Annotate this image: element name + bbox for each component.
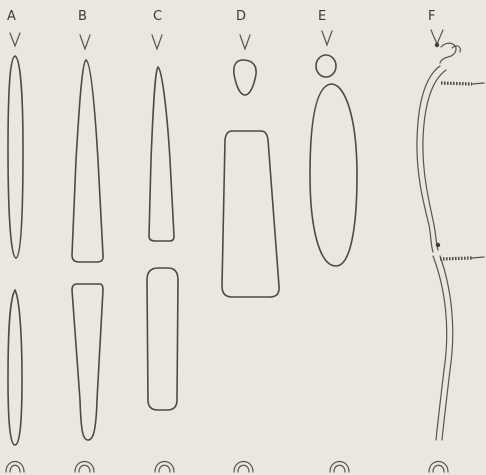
upper-segment-b	[72, 60, 103, 262]
panel-b	[72, 35, 103, 472]
arch-mark-d	[234, 462, 253, 473]
arch-mark-c	[155, 462, 174, 473]
upper-coil-f	[441, 83, 472, 84]
stalk-outer-upper-f	[417, 66, 440, 252]
v-mark-a	[10, 33, 20, 46]
label-a: A	[7, 9, 16, 24]
v-mark-c	[152, 35, 162, 49]
v-mark-d	[240, 35, 250, 49]
mid-dot-f	[436, 243, 440, 247]
lower-segment-c	[147, 268, 178, 410]
panel-f	[417, 30, 484, 472]
panel-a	[6, 33, 24, 472]
lower-coil-f	[440, 258, 472, 259]
stalk-inner-upper-f	[423, 70, 446, 250]
arch-mark-b	[75, 462, 94, 473]
upper-segment-c	[149, 67, 174, 241]
panel-c	[147, 35, 178, 472]
label-b: B	[78, 9, 87, 24]
lower-segment-a	[8, 290, 22, 445]
small-cell-d	[234, 60, 256, 95]
upper-segment-a	[8, 56, 23, 258]
label-e: E	[318, 9, 326, 24]
arch-mark-a	[6, 462, 24, 473]
label-c: C	[153, 9, 162, 24]
panel-e	[310, 31, 357, 472]
upper-filament-f	[472, 83, 484, 84]
label-d: D	[236, 9, 246, 24]
top-dot-f	[435, 43, 439, 47]
v-mark-e	[322, 31, 332, 45]
lower-filament-f	[472, 257, 484, 258]
label-f: F	[428, 9, 435, 24]
large-cell-d	[222, 131, 279, 297]
arch-mark-e	[330, 462, 349, 473]
v-mark-f	[431, 30, 443, 44]
arch-mark-f	[429, 462, 448, 473]
lower-segment-b	[72, 284, 103, 440]
large-cell-e	[310, 84, 357, 266]
panel-d	[222, 35, 279, 472]
small-cell-e	[316, 55, 336, 77]
v-mark-b	[80, 35, 90, 49]
